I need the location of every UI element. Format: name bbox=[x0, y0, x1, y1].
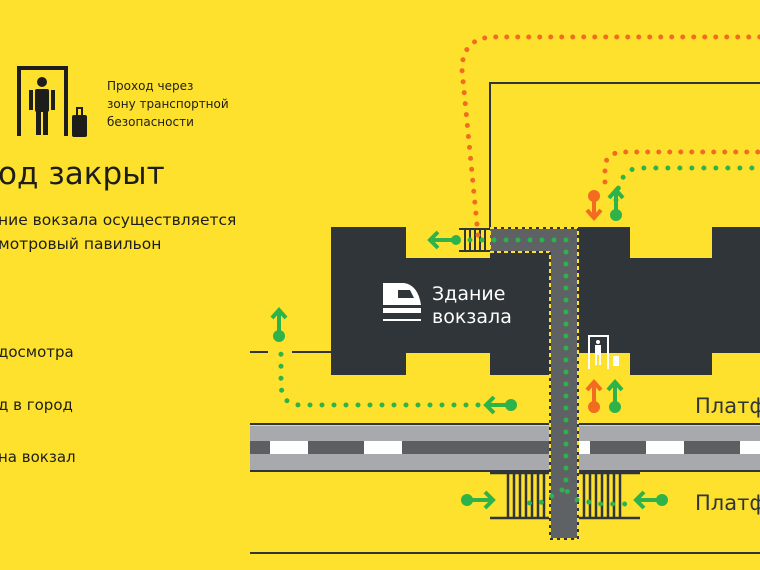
notice-text: ние вокзала осуществляется мотровый пави… bbox=[0, 208, 236, 256]
legend-item-exit-city: д в город bbox=[0, 396, 73, 414]
platform-label-2: Платф bbox=[695, 491, 760, 515]
green-arrow-up-icon-2 bbox=[606, 378, 624, 413]
green-arrow-up-icon bbox=[607, 186, 625, 221]
green-arrow-left-icon-2 bbox=[633, 490, 668, 510]
security-legend-line: зону транспортной bbox=[107, 97, 229, 111]
train-icon bbox=[383, 283, 421, 321]
green-arrow-left-top bbox=[427, 230, 461, 250]
green-arrow-right-icon bbox=[461, 490, 496, 510]
notice-title: од закрыт bbox=[0, 156, 165, 192]
notice-line: ние вокзала осуществляется bbox=[0, 211, 237, 229]
legend-item-inspection: досмотра bbox=[0, 343, 74, 361]
station-building bbox=[331, 227, 760, 375]
station-label-line2: вокзала bbox=[432, 306, 512, 328]
orange-arrow-down-icon bbox=[585, 190, 603, 222]
orange-arrow-up-icon bbox=[585, 378, 603, 413]
notice-line: мотровый павильон bbox=[0, 235, 162, 253]
outline-line bbox=[489, 82, 760, 228]
green-arrow-up-left-icon bbox=[270, 306, 288, 342]
security-legend-line: Проход через bbox=[107, 79, 194, 93]
tunnel-dashed-border bbox=[490, 227, 579, 540]
orange-route bbox=[459, 34, 760, 238]
stairs-bottom bbox=[490, 471, 640, 520]
railway-tracks bbox=[250, 423, 760, 472]
security-legend-label: Проход через зону транспортной безопасно… bbox=[107, 77, 229, 131]
station-label-line1: Здание bbox=[432, 283, 505, 305]
legend-item-entrance-station: на вокзал bbox=[0, 448, 76, 466]
platform-label-1: Платф bbox=[695, 394, 760, 418]
security-gate-icon bbox=[17, 66, 87, 137]
security-legend-line: безопасности bbox=[107, 115, 194, 129]
green-arrow-left-icon bbox=[483, 395, 517, 415]
security-gate-icon-map bbox=[588, 335, 619, 369]
stairs-top bbox=[459, 228, 490, 252]
green-route bbox=[278, 165, 760, 507]
